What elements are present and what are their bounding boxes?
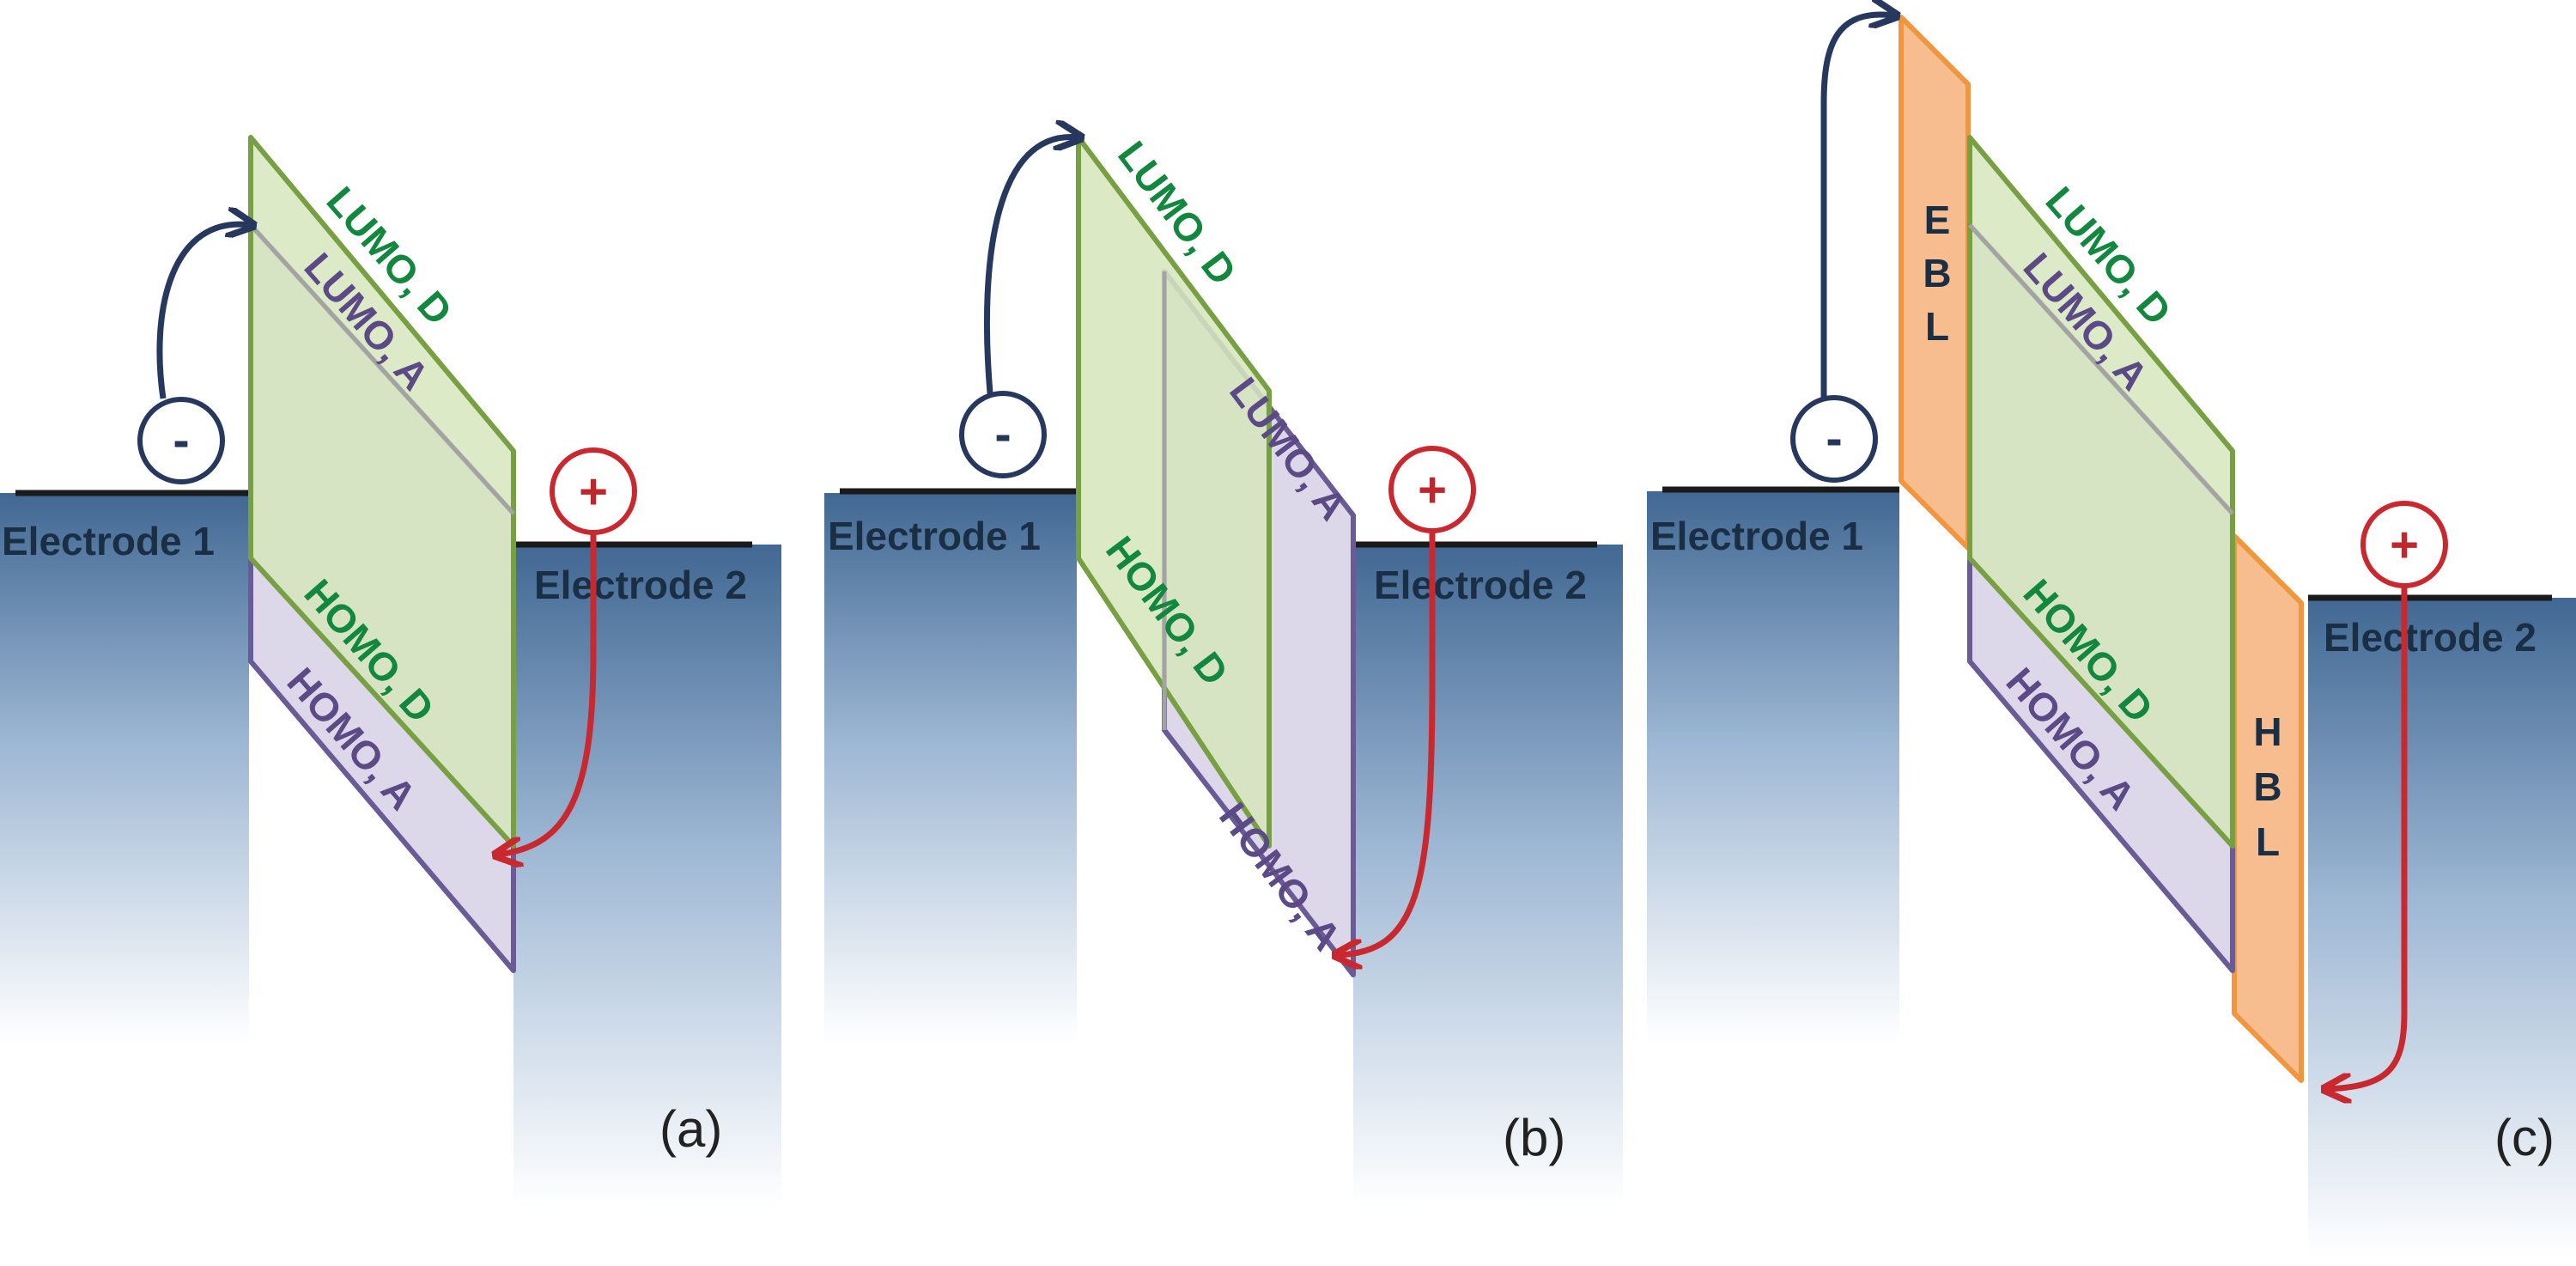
panel-b-label: (b) [1503,1109,1565,1166]
ebl-letter-e: E [1924,198,1951,242]
electron-minus-sign: - [1826,411,1842,466]
lumo-a-interface-line [1968,223,2234,515]
electrode-1-block [0,493,249,1043]
electrode-1-label: Electrode 1 [828,514,1041,558]
lumo-a-interface-line [249,223,515,515]
electron-minus-sign: - [173,412,189,468]
electrode-1-label: Electrode 1 [1650,514,1863,558]
ebl-letter-l: L [1925,304,1949,349]
panel-a-label: (a) [659,1100,722,1158]
electron-arrow [156,224,251,399]
electrode-1-block [824,493,1077,1043]
hole-arrow [2327,586,2408,1089]
electrode-2-label: Electrode 2 [534,563,747,607]
electrode-1-label: Electrode 1 [2,519,215,563]
donor-band [1076,135,1272,849]
hole-plus-sign: + [2390,517,2419,573]
hbl-letter-h: H [2253,709,2281,754]
panel-a: LUMO, D LUMO, A HOMO, D HOMO, A Electrod… [0,135,781,1206]
electrode-1-block [1647,491,1899,1043]
electrode-2-block [2308,598,2576,1257]
donor-band [1967,135,2235,849]
electron-minus-sign: - [994,406,1011,462]
electron-circle [959,391,1047,478]
electron-arrow [983,137,1078,394]
hole-plus-sign: + [579,464,608,520]
electron-circle [1790,395,1878,483]
electrode-2-label: Electrode 2 [1374,563,1587,607]
electrode-2-block [513,545,781,1206]
hole-plus-sign: + [1418,462,1447,518]
panel-b: LUMO, D LUMO, A HOMO, D HOMO, A Electrod… [824,133,1623,1206]
electrode-2-block [1353,545,1623,1206]
hbl-letter-l: L [2256,819,2280,864]
panel-c-label: (c) [2494,1109,2555,1166]
hole-arrow [1338,531,1436,955]
panel-c: E B L H B L LUMO, D LUMO, A HOMO, D HOMO… [1647,15,2576,1257]
hbl-letter-b: B [2253,764,2281,809]
electrode-2-label: Electrode 2 [2324,615,2537,660]
hole-arrow [498,533,597,855]
ebl-letter-b: B [1923,251,1951,295]
electron-arrow [1820,15,1894,398]
electron-circle [137,397,225,484]
